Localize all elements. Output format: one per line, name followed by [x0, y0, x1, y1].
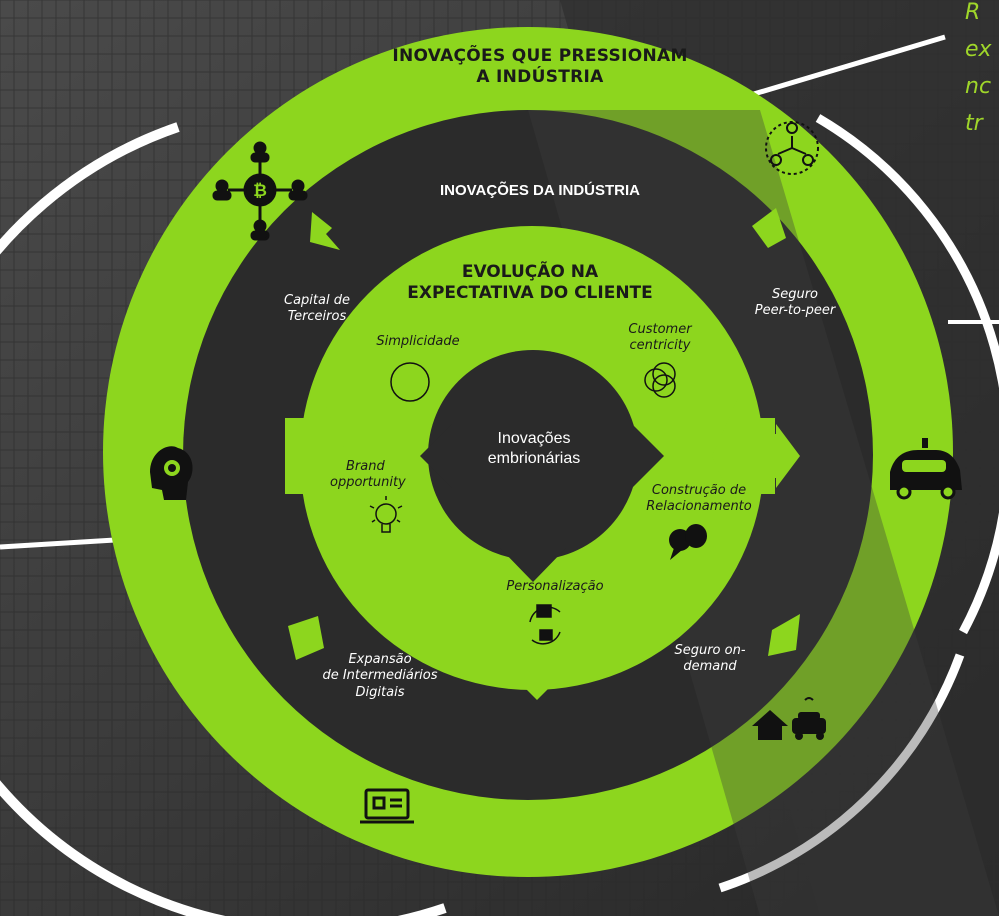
expansao-line3: Digitais	[355, 684, 405, 700]
capital-line2: Terceiros	[287, 309, 347, 325]
ondemand-line2: demand	[683, 659, 737, 675]
white-line-left	[0, 537, 116, 550]
center-circle	[428, 350, 638, 560]
header-line-3: nc	[965, 74, 992, 99]
bitcoin-network-icon: ₿	[212, 141, 308, 241]
inner-title-line1: EVOLUÇÃO NA	[461, 262, 599, 282]
arrow-mid-left	[712, 398, 775, 514]
circle-icon	[390, 362, 430, 402]
ondemand-line1: Seguro on-	[674, 643, 746, 658]
center-line1: Inovações	[497, 430, 571, 447]
customer-line2: centricity	[629, 338, 691, 354]
svg-text:₿: ₿	[253, 181, 267, 201]
venn-icon	[644, 362, 676, 398]
center-arrows	[420, 424, 664, 582]
lightbulb-icon	[369, 496, 403, 533]
outer-title-line2: A INDÚSTRIA	[476, 67, 604, 88]
outer-arc-right	[815, 114, 999, 635]
outer-ring-title: INOVAÇÕES QUE PRESSIONAM A INDÚSTRIA	[330, 46, 750, 89]
capital-line1: Capital de	[284, 293, 350, 308]
cycle-icon	[529, 604, 561, 645]
construcao-line1: Construção de	[651, 483, 747, 498]
brand-line2: opportunity	[330, 475, 406, 491]
chat-icon	[669, 524, 707, 560]
inner-arrows	[292, 424, 800, 700]
construcao-line2: Relacionamento	[646, 499, 752, 515]
center-label: Inovações embrionárias	[478, 429, 590, 469]
header-line-4: tr	[965, 111, 983, 136]
laptop-icon	[360, 788, 414, 824]
arrow-br	[768, 614, 800, 656]
autonomous-car-icon	[890, 438, 962, 500]
arrow-right	[748, 424, 800, 488]
header-line-2: ex	[965, 37, 992, 62]
outer-arc-bottomright	[718, 653, 965, 893]
center-arrow-down	[500, 535, 566, 582]
label-capital-terceiros: Capital de Terceiros	[262, 293, 372, 326]
inner-title-line2: EXPECTATIVA DO CLIENTE	[407, 283, 653, 304]
arrow-left	[292, 424, 332, 488]
arrow-bottom	[505, 640, 569, 700]
outer-arc-left	[0, 122, 447, 916]
brand-line1: Brand	[346, 459, 385, 474]
center-arrow-left	[420, 424, 480, 488]
peer-network-icon	[765, 121, 819, 175]
expansao-line2: de Intermediários	[322, 668, 438, 684]
label-customer-centricity: Customer centricity	[610, 322, 710, 355]
customer-line1: Customer	[628, 322, 692, 337]
expansao-line1: Expansão	[348, 652, 412, 667]
p2p-line2: Peer-to-peer	[754, 303, 836, 319]
label-construcao: Construção de Relacionamento	[634, 483, 764, 516]
brain-gear-icon	[150, 446, 193, 500]
arrow-bl	[288, 616, 324, 660]
label-expansao: Expansão de Intermediários Digitais	[300, 652, 460, 701]
smart-home-car-icon	[752, 697, 826, 740]
label-brand-opportunity: Brand opportunity	[330, 459, 430, 492]
label-simplicidade: Simplicidade	[376, 334, 460, 349]
header-line-1: R	[965, 0, 981, 25]
arrow-tl	[310, 212, 340, 250]
outer-title-line1: INOVAÇÕES QUE PRESSIONAM	[392, 46, 688, 66]
label-seguro-on-demand: Seguro on- demand	[650, 643, 770, 676]
center-arrow-right	[604, 424, 664, 488]
middle-ring-title: INOVAÇÕES DA INDÚSTRIA	[439, 182, 640, 199]
corner-arrows	[288, 208, 800, 660]
inner-ring-title: EVOLUÇÃO NA EXPECTATIVA DO CLIENTE	[360, 262, 700, 305]
header-text: R ex nc tr	[965, 0, 992, 142]
arrow-tr	[752, 208, 786, 248]
label-personalizacao: Personalização	[506, 579, 604, 594]
label-seguro-p2p: Seguro Peer-to-peer	[735, 287, 855, 320]
p2p-line1: Seguro	[771, 287, 819, 302]
center-line2: embrionárias	[487, 450, 581, 467]
